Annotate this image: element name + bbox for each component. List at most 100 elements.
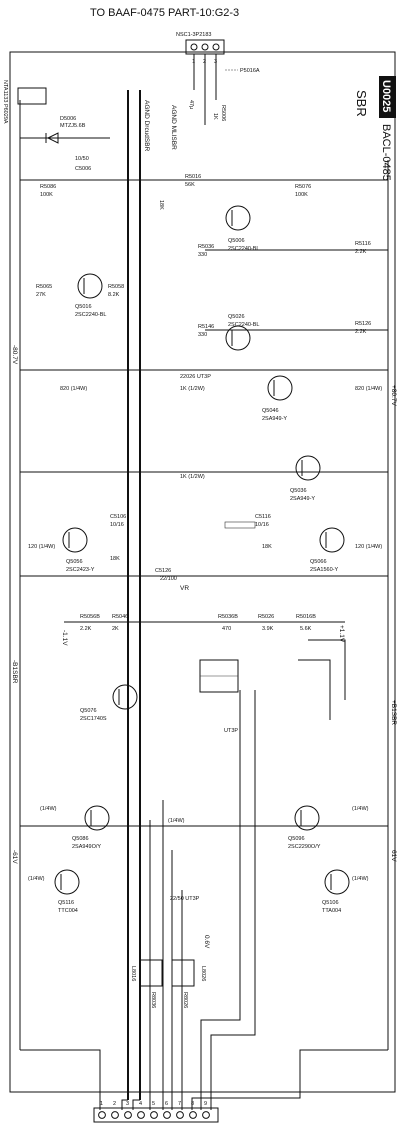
res-r5016: R5016 bbox=[185, 174, 201, 180]
svg-text:470: 470 bbox=[222, 626, 231, 632]
bottom-connector-pin-label: 4 bbox=[139, 1101, 142, 1107]
svg-text:2SA949-Y: 2SA949-Y bbox=[290, 496, 315, 502]
svg-text:Q5076: Q5076 bbox=[80, 708, 97, 714]
transistor-q5006: Q5016 2SC2240-BL bbox=[75, 273, 107, 318]
bottom-connector-pin bbox=[124, 1111, 132, 1119]
res-r5278: 1K (1/2W) bbox=[180, 386, 205, 392]
svg-text:2SC1740S: 2SC1740S bbox=[80, 716, 107, 722]
bottom-connector-pin-label: 5 bbox=[152, 1101, 155, 1107]
bottom-connector-pin-label: 9 bbox=[204, 1101, 207, 1107]
page-title: TO BAAF-0475 PART-10:G2-3 bbox=[90, 7, 239, 19]
net-06v: 0.6V bbox=[203, 935, 210, 949]
transistor-q5116: Q5116 TTC004 bbox=[54, 869, 80, 914]
net-neg-b1: -B1SBR bbox=[11, 660, 18, 684]
top-connector: 1 2 3 P5016A bbox=[185, 39, 260, 74]
res-r5076: R5076 bbox=[295, 184, 311, 190]
res-r5296: (1/4W) bbox=[352, 876, 369, 882]
svg-text:R5056B: R5056B bbox=[80, 614, 100, 620]
bottom-connector-pin-label: 6 bbox=[165, 1101, 168, 1107]
bottom-connector-pin-label: 8 bbox=[191, 1101, 194, 1107]
bottom-connector-pin bbox=[163, 1111, 171, 1119]
cap-c5016: UT3P bbox=[224, 728, 238, 734]
bottom-connector-pin bbox=[98, 1111, 106, 1119]
bottom-connector-pin bbox=[137, 1111, 145, 1119]
inductor-l8026: L8026 bbox=[171, 959, 206, 987]
transistor-q5106: Q5106 TTA004 bbox=[322, 869, 350, 914]
bottom-connector-pin bbox=[150, 1111, 158, 1119]
svg-text:Q5066: Q5066 bbox=[310, 559, 327, 565]
svg-text:10/16: 10/16 bbox=[255, 522, 269, 528]
cap-c5046: 22026 UT3P bbox=[180, 374, 211, 380]
svg-text:Q5026: Q5026 bbox=[228, 314, 245, 320]
transistor-q5096: Q5096 2SC2290O/Y bbox=[288, 805, 321, 850]
svg-text:TTA004: TTA004 bbox=[322, 908, 341, 914]
svg-text:330: 330 bbox=[198, 252, 207, 258]
svg-text:2SC2423-Y: 2SC2423-Y bbox=[66, 567, 95, 573]
board-outline bbox=[9, 51, 396, 1093]
board-model: BACL-0485 bbox=[380, 124, 392, 181]
res-r5216: 18K bbox=[262, 544, 272, 550]
svg-text:Q5086: Q5086 bbox=[72, 836, 89, 842]
res-r5286: (1/4W) bbox=[352, 806, 369, 812]
svg-text:2SC2240-BL: 2SC2240-BL bbox=[228, 322, 260, 328]
transistor-q5056: Q5056 2SC2423-Y bbox=[62, 527, 95, 573]
svg-text:Q5116: Q5116 bbox=[58, 900, 74, 906]
bottom-connector-pin-label: 7 bbox=[178, 1101, 181, 1107]
svg-text:L8016: L8016 bbox=[130, 966, 136, 981]
bottom-connector-pin-label: 1 bbox=[100, 1101, 103, 1107]
svg-text:R5026: R5026 bbox=[258, 614, 274, 620]
cap-c5106: C5106 bbox=[110, 514, 126, 520]
resistor-string: R5056B 2.2K R5046 2K R5036B 470 R5026 3.… bbox=[80, 614, 316, 632]
res-r8026: R8026 bbox=[182, 992, 188, 1008]
svg-text:2SC2240-BL: 2SC2240-BL bbox=[75, 312, 107, 318]
bottom-connector-pin-label: 2 bbox=[113, 1101, 116, 1107]
res-r5226: 18K bbox=[110, 556, 120, 562]
net-agnd-mli: AGND MLISBR bbox=[170, 105, 177, 150]
svg-text:2SC2240-BL: 2SC2240-BL bbox=[228, 246, 260, 252]
net-agnd-drcud: AGND DrcudSBR bbox=[143, 100, 150, 152]
net-61v: 61V bbox=[390, 850, 397, 862]
svg-text:D5006: D5006 bbox=[60, 116, 76, 122]
transistor-q5066: Q5066 2SA1560-Y bbox=[310, 527, 345, 573]
transistor-q5036: Q5036 2SA949-Y bbox=[290, 455, 321, 502]
res-r5156: 1K (1/2W) bbox=[180, 474, 205, 480]
svg-text:R5016B: R5016B bbox=[296, 614, 316, 620]
net-pos-b1: +B1SBR bbox=[390, 700, 397, 725]
svg-text:2SA949O/Y: 2SA949O/Y bbox=[72, 844, 101, 850]
inductor-l8016: L8016 bbox=[130, 959, 163, 987]
transistor-q5016: Q5026 2SC2240-BL bbox=[225, 314, 260, 351]
svg-text:2.2K: 2.2K bbox=[355, 249, 367, 255]
transistor-q5076: Q5076 2SC1740S bbox=[80, 684, 138, 722]
svg-text:Q5006: Q5006 bbox=[228, 238, 245, 244]
transistor-q5046: Q5046 2SA949-Y bbox=[262, 375, 293, 422]
top-connector-label: NSC1-3P2183 bbox=[176, 32, 211, 38]
res-r5176: 820 (1/4W) bbox=[60, 386, 87, 392]
res-r8036: R8036 bbox=[150, 992, 156, 1008]
bottom-connector-pin bbox=[176, 1111, 184, 1119]
res-r5065: R5065 bbox=[36, 284, 52, 290]
svg-text:3.9K: 3.9K bbox=[262, 626, 274, 632]
transistor-q5026: Q5006 2SC2240-BL bbox=[225, 205, 260, 252]
svg-text:2K: 2K bbox=[112, 626, 119, 632]
cap-c5116: C5116 bbox=[255, 514, 271, 520]
board-name: SBR bbox=[354, 90, 369, 117]
net-pos80: +80.7V bbox=[390, 385, 397, 406]
svg-text:Q5096: Q5096 bbox=[288, 836, 305, 842]
svg-text:27K: 27K bbox=[36, 292, 46, 298]
svg-text:C5006: C5006 bbox=[75, 166, 91, 172]
board-code-block: U0025 BACL-0485 SBR bbox=[354, 76, 396, 181]
zener-d5006: D5006 MTZJ5.6B bbox=[20, 116, 110, 144]
res-r5136: 120 (1/4W) bbox=[28, 544, 55, 550]
res-r5058: R5058 bbox=[108, 284, 124, 290]
res-r5116: R5116 bbox=[355, 241, 371, 247]
net-neg80: -80.7V bbox=[11, 345, 18, 365]
res-r5056: 18K bbox=[158, 200, 164, 210]
net-neg11: -1.1V bbox=[61, 630, 68, 646]
svg-text:U0025: U0025 bbox=[380, 80, 392, 112]
cap-c5026: 47μ bbox=[188, 100, 194, 109]
svg-text:2.2K: 2.2K bbox=[80, 626, 92, 632]
svg-text:2.2K: 2.2K bbox=[355, 329, 367, 335]
res-r5036: R5036 bbox=[198, 244, 214, 250]
res-r5146: R5146 bbox=[198, 324, 214, 330]
